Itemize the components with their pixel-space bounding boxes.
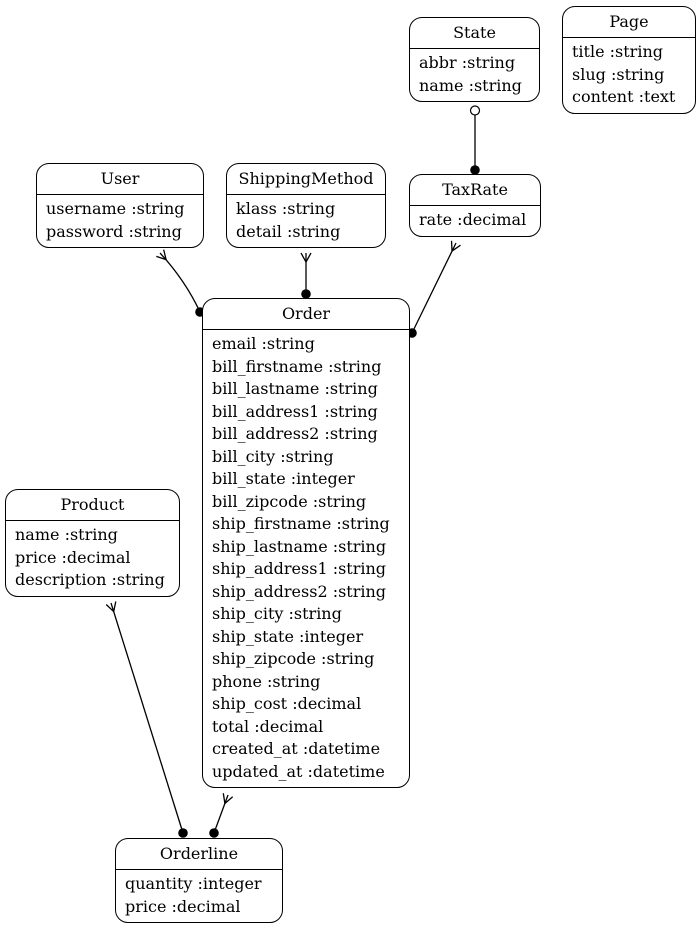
attribute: price :decimal (15, 547, 131, 567)
attribute: ship_lastname :string (212, 536, 387, 556)
entity-shippingmethod[interactable]: ShippingMethod klass :string detail :str… (226, 163, 386, 248)
attribute: ship_zipcode :string (212, 649, 375, 668)
attribute: ship_address2 :string (212, 581, 387, 601)
attribute: ship_address1 :string (212, 559, 387, 578)
attribute: updated_at :datetime (212, 761, 385, 781)
crow-foot-marker (222, 793, 234, 805)
attribute: email :string (212, 334, 315, 353)
attribute: ship_city :string (212, 604, 342, 623)
dot-marker (209, 828, 219, 838)
entity-taxrate[interactable]: TaxRate rate :decimal (409, 174, 541, 237)
attribute: content :text (572, 87, 676, 106)
entity-attributes: email :string bill_firstname :string bil… (203, 330, 409, 787)
entity-state[interactable]: State abbr :string name :string (409, 17, 540, 102)
crow-foot-marker (156, 249, 168, 261)
attribute: slug :string (572, 64, 665, 84)
entity-title: Product (6, 490, 179, 521)
entity-attributes: username :string password :string (37, 195, 203, 247)
entity-title: State (410, 18, 539, 49)
crow-foot-marker (300, 252, 312, 264)
attribute: rate :decimal (419, 210, 527, 229)
relationship-line (213, 794, 229, 834)
attribute: bill_lastname :string (212, 379, 378, 398)
attribute: bill_firstname :string (212, 356, 382, 376)
attribute: username :string (46, 199, 185, 218)
dot-marker (301, 289, 311, 299)
entity-title: Order (203, 299, 409, 330)
relationship-line (110, 602, 184, 834)
open-circle-marker (469, 105, 481, 116)
attribute: bill_city :string (212, 446, 334, 466)
crow-foot-marker (450, 240, 461, 253)
entity-title: ShippingMethod (227, 164, 385, 195)
entity-attributes: quantity :integer price :decimal (116, 870, 282, 922)
entity-attributes: title :string slug :string content :text (563, 38, 695, 113)
attribute: abbr :string (419, 53, 516, 72)
relationship-line (159, 252, 201, 313)
attribute: quantity :integer (125, 874, 262, 893)
attribute: total :decimal (212, 716, 324, 736)
attribute: ship_firstname :string (212, 514, 390, 533)
attribute: detail :string (236, 221, 341, 241)
attribute: name :string (419, 75, 522, 95)
relationship-line (411, 242, 457, 334)
entity-attributes: name :string price :decimal description … (6, 521, 179, 596)
entity-attributes: abbr :string name :string (410, 49, 539, 101)
attribute: created_at :datetime (212, 739, 381, 758)
attribute: bill_zipcode :string (212, 491, 367, 511)
dot-marker (470, 165, 480, 175)
entity-orderline[interactable]: Orderline quantity :integer price :decim… (115, 838, 283, 923)
entity-page[interactable]: Page title :string slug :string content … (562, 6, 696, 114)
dot-marker (178, 828, 188, 838)
attribute: name :string (15, 525, 118, 544)
attribute: ship_cost :decimal (212, 694, 362, 713)
entity-title: User (37, 164, 203, 195)
entity-product[interactable]: Product name :string price :decimal desc… (5, 489, 180, 597)
entity-user[interactable]: User username :string password :string (36, 163, 204, 248)
entity-order[interactable]: Order email :string bill_firstname :stri… (202, 298, 410, 788)
attribute: bill_address2 :string (212, 424, 378, 443)
attribute: description :string (15, 570, 165, 589)
attribute: bill_state :integer (212, 469, 355, 488)
entity-attributes: rate :decimal (410, 206, 540, 236)
attribute: phone :string (212, 671, 321, 691)
attribute: price :decimal (125, 896, 241, 916)
attribute: klass :string (236, 199, 336, 218)
attribute: ship_state :integer (212, 626, 364, 646)
entity-title: Page (563, 7, 695, 38)
entity-title: TaxRate (410, 175, 540, 206)
attribute: title :string (572, 42, 663, 61)
attribute: bill_address1 :string (212, 401, 378, 421)
crow-foot-marker (105, 601, 117, 613)
attribute: password :string (46, 221, 182, 241)
entity-attributes: klass :string detail :string (227, 195, 385, 247)
entity-title: Orderline (116, 839, 282, 870)
